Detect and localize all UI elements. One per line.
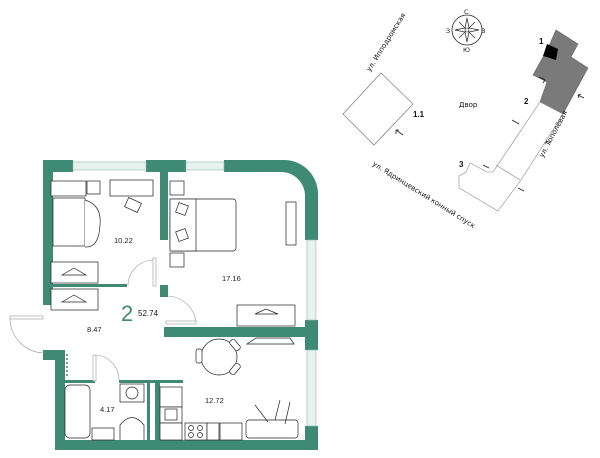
building-label-3: 3 bbox=[459, 160, 464, 169]
compass-east: В bbox=[481, 27, 485, 35]
building-label-1: 1 bbox=[539, 37, 544, 46]
tv-stand bbox=[285, 201, 297, 246]
building-1-1 bbox=[342, 72, 414, 146]
sofa-back bbox=[84, 199, 101, 248]
doors bbox=[9, 257, 197, 382]
compass-icon: С В Ю З bbox=[446, 8, 485, 54]
building-section-2-3 bbox=[458, 101, 564, 212]
room-area-hallway: 8.47 bbox=[87, 325, 102, 334]
counter bbox=[159, 422, 183, 441]
sofa-bed bbox=[52, 197, 86, 247]
chair bbox=[229, 338, 241, 352]
desk-chair bbox=[124, 197, 142, 213]
windows bbox=[72, 161, 317, 427]
tv bbox=[245, 337, 295, 345]
stove bbox=[184, 422, 208, 441]
walls bbox=[43, 160, 318, 450]
fridge bbox=[159, 386, 183, 408]
chair bbox=[229, 362, 241, 376]
building-label-1-1: 1.1 bbox=[413, 110, 425, 119]
furniture bbox=[50, 179, 299, 441]
building-label-2: 2 bbox=[524, 97, 529, 106]
pillow bbox=[175, 228, 189, 242]
room-area-bedroom-small: 10.22 bbox=[114, 236, 133, 245]
courtyard-label: Двор bbox=[459, 101, 478, 109]
sofa bbox=[245, 419, 299, 439]
room-area-bathroom: 4.17 bbox=[100, 405, 115, 414]
wardrobe-2 bbox=[50, 288, 99, 311]
room-area-bedroom-large: 17.16 bbox=[222, 274, 241, 283]
room-area-kitchen: 12.72 bbox=[205, 396, 224, 405]
oven bbox=[164, 408, 178, 421]
wardrobe-1 bbox=[50, 261, 99, 284]
street-ippodromskaya: ул. Ипподромская bbox=[365, 12, 407, 73]
chair bbox=[195, 348, 203, 364]
toilet bbox=[119, 417, 145, 440]
entrance-arrows bbox=[395, 76, 585, 192]
compass-south: Ю bbox=[463, 46, 470, 54]
desk bbox=[109, 179, 154, 197]
nightstand-left-top bbox=[169, 180, 185, 196]
room-labels: 10.22 17.16 8.47 4.17 12.72 2 52.74 bbox=[87, 236, 241, 414]
counter-2 bbox=[206, 422, 220, 441]
rooms-count: 2 bbox=[121, 301, 133, 326]
nightstand bbox=[86, 180, 101, 195]
nightstand-left-bottom bbox=[169, 252, 185, 268]
pillow-bench bbox=[50, 180, 87, 197]
street-yadrintsevsky: ул. Ядринцевский конный спуск bbox=[371, 160, 477, 230]
total-area: 52.74 bbox=[138, 309, 159, 318]
compass-west: З bbox=[446, 27, 450, 35]
compass-north: С bbox=[464, 8, 469, 16]
sink-bath bbox=[91, 427, 115, 441]
wardrobe-3 bbox=[236, 304, 296, 327]
bathtub bbox=[64, 384, 91, 439]
site-plan: С В Ю З 1.1 ул. Ипподромская Двор 1 2 3 bbox=[342, 8, 589, 230]
pillow bbox=[175, 202, 189, 216]
selected-section-marker bbox=[543, 44, 558, 60]
apartment-plan: 10.22 17.16 8.47 4.17 12.72 2 52.74 bbox=[9, 160, 318, 450]
sink bbox=[219, 422, 243, 441]
